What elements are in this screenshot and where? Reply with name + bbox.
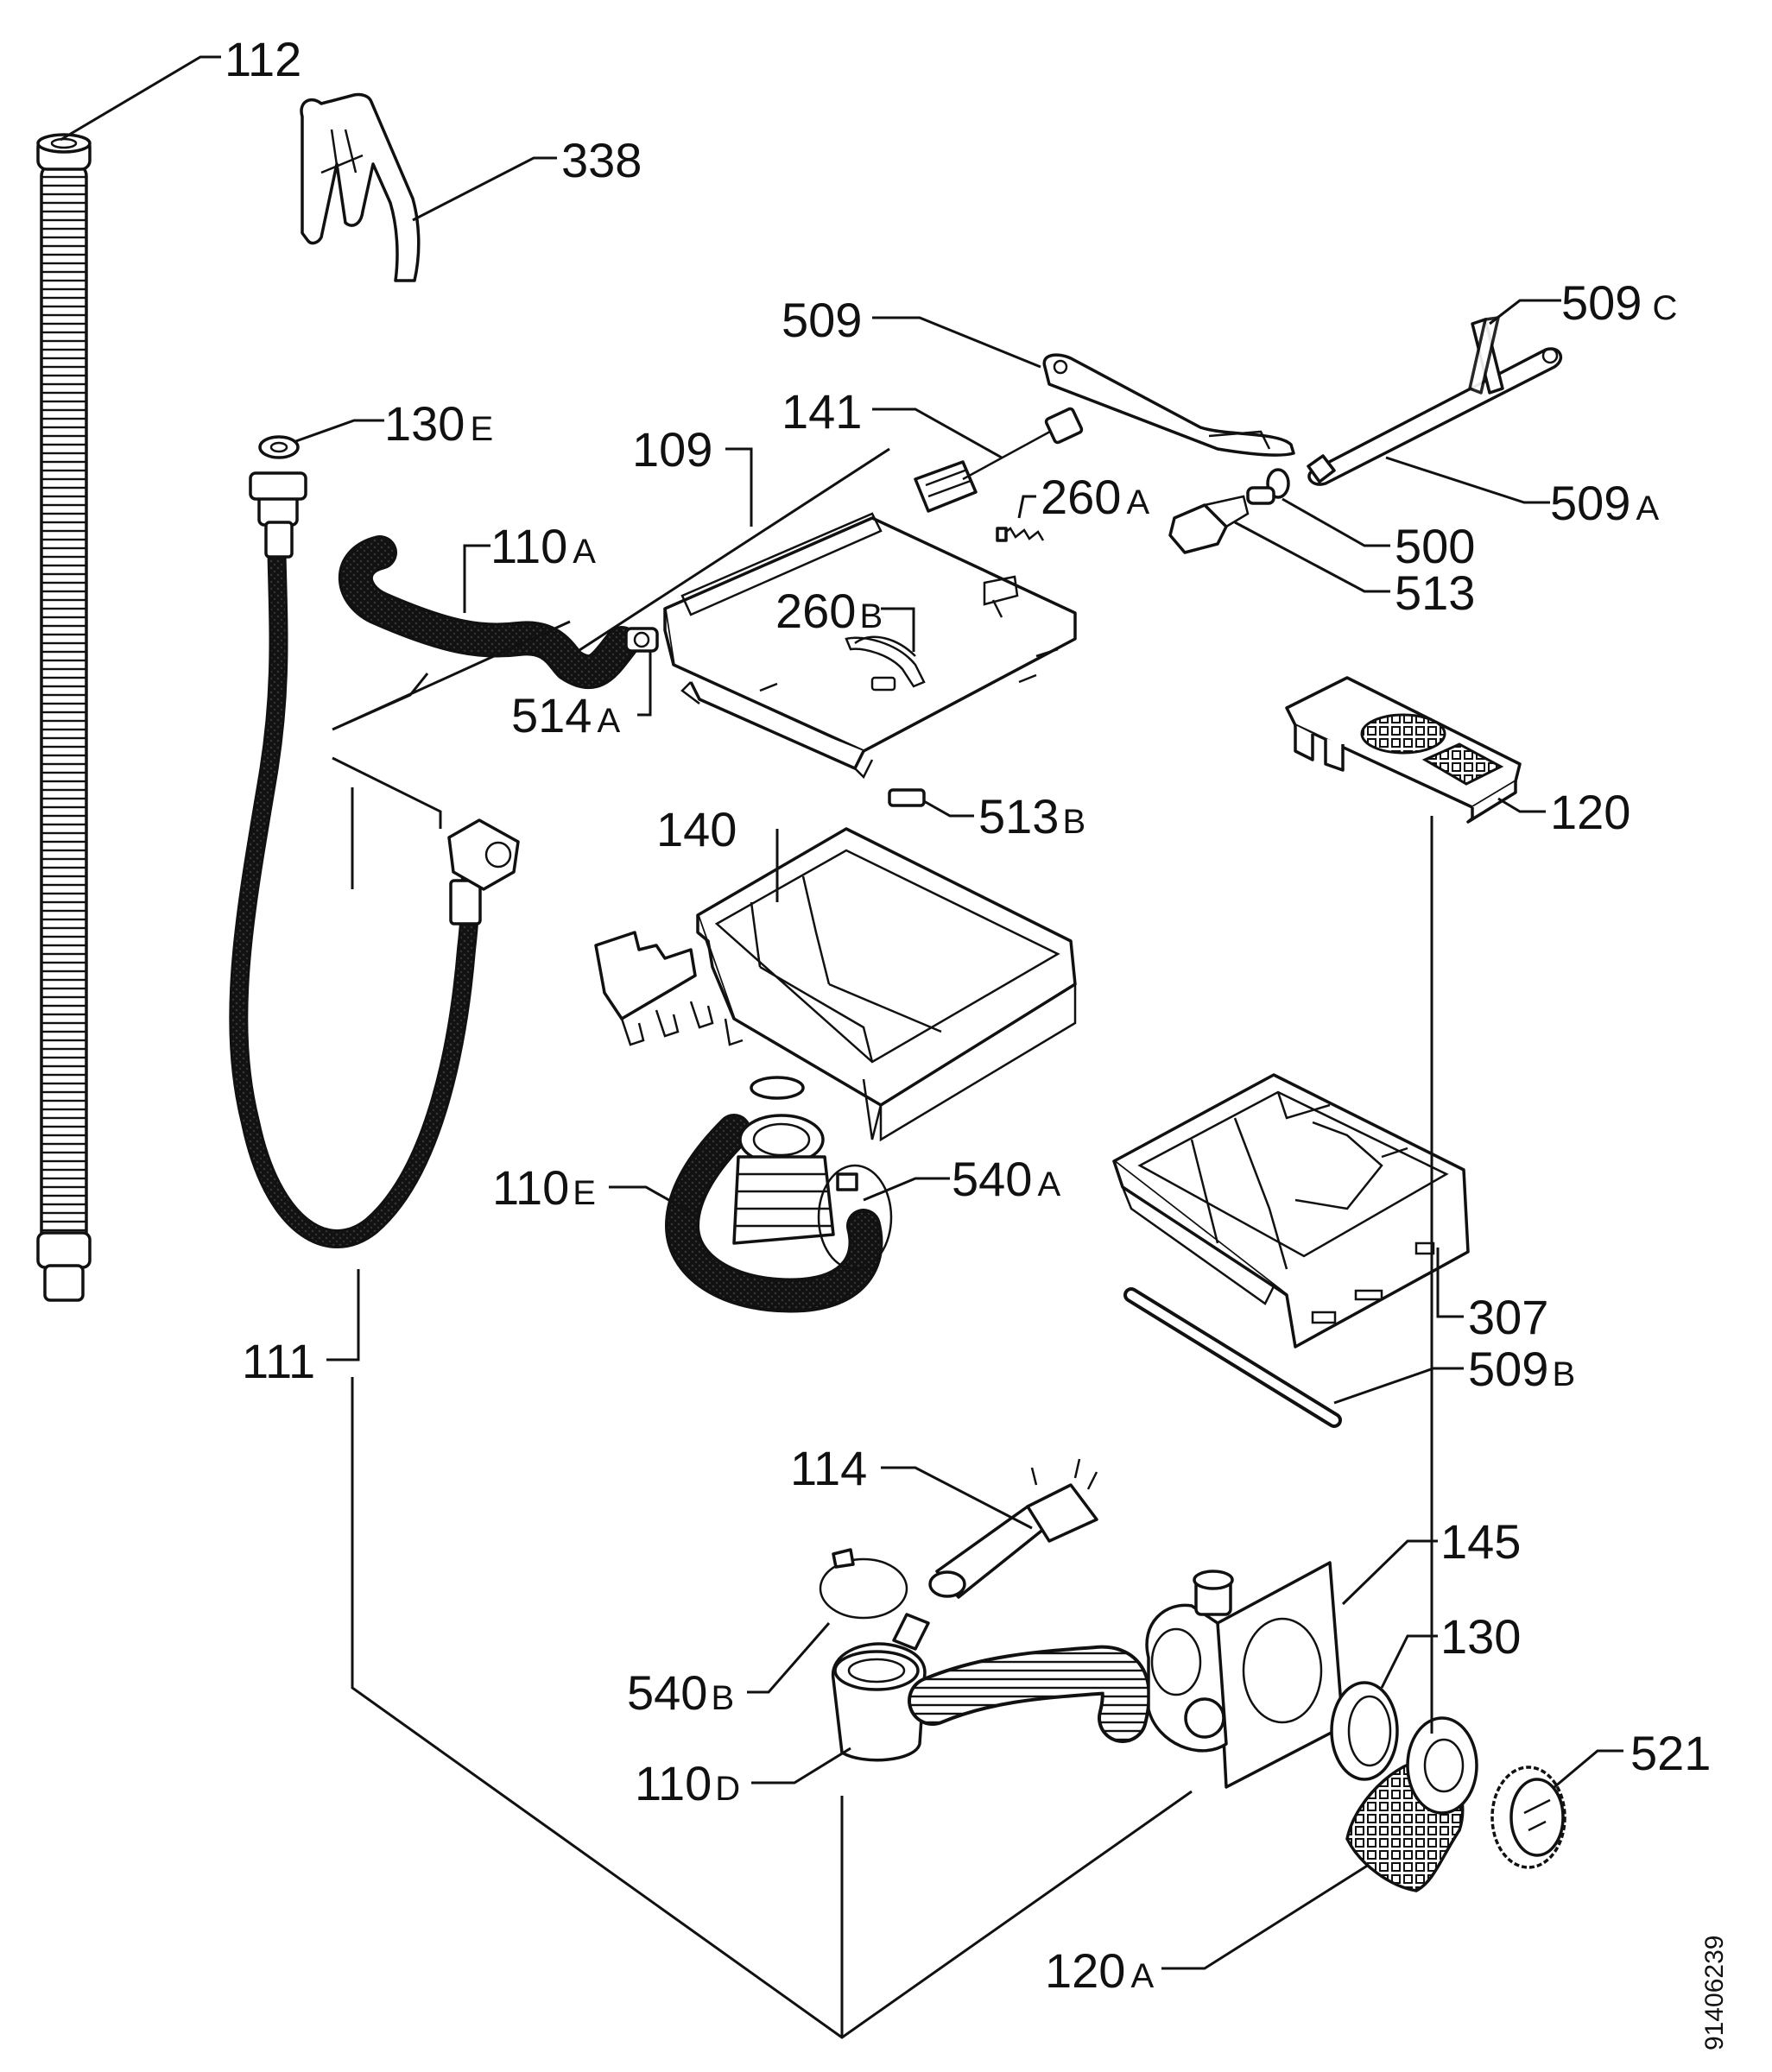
part-521-filter-cap xyxy=(1490,1766,1566,1869)
label-338: 338 xyxy=(561,133,642,187)
part-141-actuator xyxy=(914,407,1084,513)
part-513b-clip xyxy=(888,788,926,807)
part-110a-hose xyxy=(338,535,639,690)
label-111: 111 xyxy=(242,1334,315,1388)
drawing-id: 91406239 xyxy=(1700,1936,1729,2050)
part-509a-509c-lever xyxy=(1307,316,1563,486)
part-145-pump-housing xyxy=(1145,1561,1345,1789)
part-120a-filter xyxy=(1345,1716,1478,1892)
part-120-insert xyxy=(1285,676,1522,824)
label-114: 114 xyxy=(790,1441,867,1495)
label-513: 513 xyxy=(1395,565,1475,620)
part-130-seal-ring xyxy=(1330,1681,1399,1781)
part-130e-washer xyxy=(258,435,300,459)
label-112: 112 xyxy=(225,32,301,86)
part-111-inlet-hose xyxy=(229,471,520,1248)
part-514a-connector xyxy=(624,627,659,653)
part-140-dispenser-housing xyxy=(594,827,1077,1142)
part-509b-rod xyxy=(1123,1287,1342,1428)
part-500-pin xyxy=(1246,468,1290,505)
leader-lines xyxy=(60,55,1623,2039)
part-509-lever xyxy=(1042,353,1295,457)
part-307-drawer xyxy=(1112,1073,1470,1349)
label-140: 140 xyxy=(656,802,737,856)
part-540b-clamp xyxy=(819,1548,908,1620)
part-110d-sump-hose xyxy=(831,1613,1151,1762)
part-109-dispenser-cover xyxy=(663,512,1077,780)
part-114-tube xyxy=(928,1458,1098,1599)
part-513-clip xyxy=(1168,495,1250,554)
label-141: 141 xyxy=(782,384,862,439)
part-260a-spring xyxy=(996,527,1045,542)
part-260b-spring xyxy=(854,635,916,657)
part-540a-clamp xyxy=(817,1164,893,1271)
part-338-hose-guide xyxy=(300,92,421,282)
label-145: 145 xyxy=(1440,1514,1521,1569)
part-110e-bellows xyxy=(664,1114,883,1313)
label-120: 120 xyxy=(1550,785,1630,839)
label-130: 130 xyxy=(1440,1609,1521,1664)
label-521: 521 xyxy=(1630,1726,1711,1780)
label-509: 509 xyxy=(782,293,862,347)
label-307: 307 xyxy=(1468,1290,1548,1344)
label-109: 109 xyxy=(632,422,712,477)
label-500: 500 xyxy=(1395,519,1475,573)
part-112-drain-hose xyxy=(36,133,92,1302)
